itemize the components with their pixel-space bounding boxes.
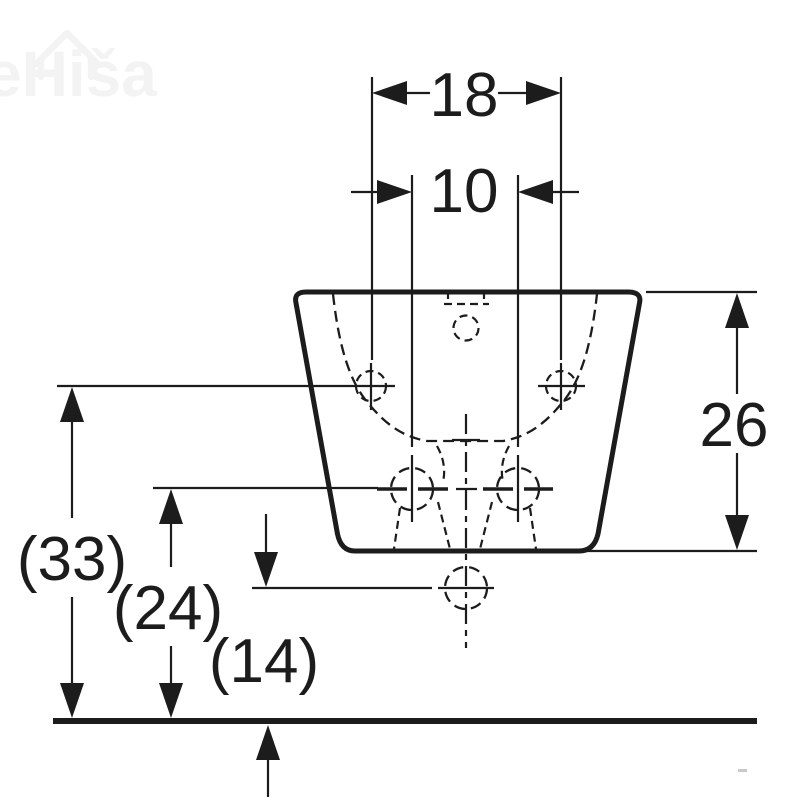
dim-24-label: (24): [113, 574, 223, 643]
dim-18-label: 18: [430, 61, 499, 130]
dimension-26: 26: [587, 290, 769, 553]
arrowhead-right: [518, 180, 553, 204]
dimension-24: (24): [113, 486, 378, 718]
dim-26-label: 26: [700, 391, 769, 460]
dimension-33: (33): [17, 384, 347, 718]
inlet-notch-ticks: [446, 292, 486, 299]
extension-lines: [370, 77, 563, 360]
upper-left-hole-crosshair: [347, 363, 395, 410]
arrowhead-bottom: [256, 725, 280, 760]
channel-edges: [392, 445, 538, 550]
arrowhead-top: [254, 552, 278, 587]
stray-mark: [738, 769, 747, 772]
dimension-10: 10: [351, 157, 579, 447]
arrowhead-top: [725, 293, 749, 328]
arrowhead-bottom: [159, 683, 183, 718]
arrowhead-left: [372, 81, 407, 105]
arrowhead-left: [377, 180, 412, 204]
dimension-14: (14): [209, 514, 432, 797]
watermark: eHiša: [0, 29, 157, 110]
watermark-text: eHiša: [0, 38, 157, 110]
dim-14-label: (14): [209, 627, 319, 696]
extension-lines: [410, 175, 520, 447]
arrowhead-bottom: [60, 683, 84, 718]
upper-right-hole-crosshair: [538, 363, 585, 410]
arrowhead-top: [159, 489, 183, 524]
inlet-hole: [452, 314, 480, 342]
bidet-body: [293, 289, 643, 554]
house-icon: [32, 29, 100, 81]
dim-10-label: 10: [430, 157, 499, 226]
body-outline: [293, 289, 643, 554]
arrowhead-bottom: [725, 515, 749, 550]
extension-lines: [587, 290, 757, 553]
floor: [53, 718, 757, 772]
arrowhead-top: [60, 387, 84, 422]
arrowhead-right: [526, 81, 561, 105]
dim-33-label: (33): [17, 525, 127, 594]
dimension-18: 18: [370, 61, 563, 360]
hidden-lines: [331, 292, 599, 648]
